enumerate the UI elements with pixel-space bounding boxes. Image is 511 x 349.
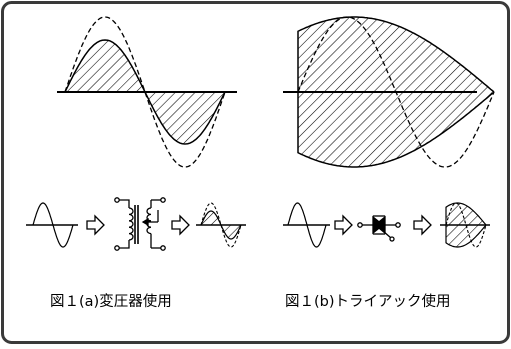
- arrow-right-icon: [171, 214, 190, 236]
- panel-b-small-row: [283, 202, 490, 248]
- arrow-right-icon: [86, 214, 105, 236]
- caption-panel-a: 図１(a)変圧器使用: [50, 293, 172, 310]
- panel-a-dashed-input-wave: [64, 16, 226, 168]
- panel-b-output-solid: [445, 202, 487, 248]
- panel-b-large-waveform: [283, 16, 495, 168]
- panel-a-input-sine: [32, 202, 74, 248]
- panel-b-input-sine: [287, 202, 327, 248]
- arrow-right-icon: [334, 214, 353, 236]
- panel-b-output-dashed: [445, 202, 487, 248]
- arrow-right-icon: [413, 214, 432, 236]
- panel-a-output-dashed: [200, 202, 242, 248]
- transformer-icon: [114, 197, 166, 251]
- outer-frame: [1, 1, 510, 344]
- triac-icon: [357, 215, 401, 242]
- caption-panel-b: 図１(b)トライアック使用: [285, 293, 451, 310]
- panel-b-solid-output-wave: [297, 16, 495, 168]
- panel-a-small-row: [26, 197, 246, 251]
- panel-a-large-waveform: [57, 16, 237, 168]
